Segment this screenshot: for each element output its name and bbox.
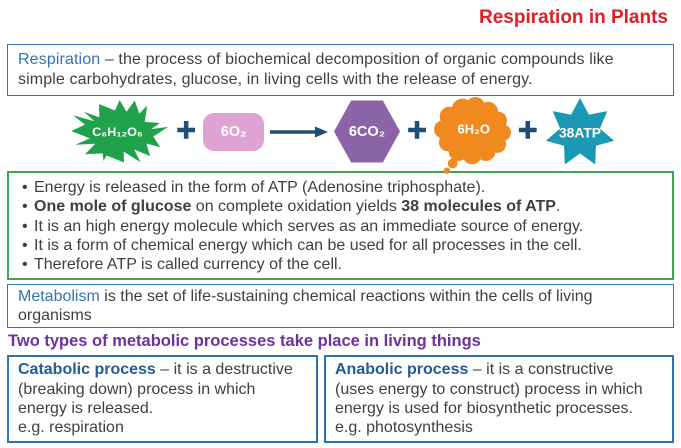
process-comparison-row: Catabolic process – it is a destructive … [7,355,674,443]
atp-label: 38ATP [559,124,601,140]
glucose-label: C₆H₁₂O₆ [92,125,143,139]
metabolic-processes-heading: Two types of metabolic processes take pl… [8,332,481,351]
oxygen-label: 6O₂ [220,123,247,140]
catabolic-process-box: Catabolic process – it is a destructive … [7,355,318,443]
co2-hexagon-shape: 6CO₂ [334,100,401,163]
water-label: 6H₂O [457,121,489,136]
atp-fact-item: One mole of glucose on complete oxidatio… [19,197,662,217]
anabolic-process-box: Anabolic process – it is a constructive … [324,355,674,443]
atp-fact-item: Energy is released in the form of ATP (A… [19,178,662,198]
reaction-arrow-icon [270,126,329,137]
atp-fact-bold: 38 molecules of ATP [401,198,556,216]
glucose-burst-shape: C₆H₁₂O₆ [71,99,169,163]
atp-fact-item: It is an high energy molecule which serv… [19,217,662,237]
plus-operator: + [405,114,428,145]
catabolic-text: – it is a destructive (breaking down) pr… [18,361,293,418]
respiration-equation: C₆H₁₂O₆ + 6O₂ 6CO₂ + [7,96,674,174]
metabolism-term: Metabolism [18,288,100,306]
anabolic-term: Anabolic process [335,361,469,379]
metabolism-definition-box: Metabolism is the set of life-sustaining… [7,284,674,329]
water-cloud-shape: 6H₂O [433,96,511,174]
respiration-definition-box: Respiration – the process of biochemical… [7,44,674,96]
oxygen-pill-shape: 6O₂ [203,112,265,151]
atp-star-shape: 38ATP [545,97,614,165]
respiration-definition-text: – the process of biochemical decompositi… [18,51,614,88]
anabolic-text: – it is a constructive (uses energy to c… [335,361,643,418]
respiration-term: Respiration [18,51,101,68]
atp-fact-text: . [555,198,561,216]
atp-fact-item: Therefore ATP is called currency of the … [19,255,662,275]
anabolic-example: e.g. photosynthesis [335,419,473,437]
catabolic-example: e.g. respiration [18,419,124,437]
atp-fact-bold: One mole of glucose [34,198,192,216]
co2-label: 6CO₂ [349,124,385,140]
plus-operator: + [516,114,539,145]
page-title: Respiration in Plants [479,7,668,28]
atp-facts-box: Energy is released in the form of ATP (A… [7,171,674,281]
metabolism-definition-text: is the set of life-sustaining chemical r… [18,288,593,325]
atp-fact-text: on complete oxidation yields [191,198,402,216]
plus-operator: + [175,114,198,145]
atp-fact-item: It is a form of chemical energy which ca… [19,236,662,256]
catabolic-term: Catabolic process [18,361,156,379]
